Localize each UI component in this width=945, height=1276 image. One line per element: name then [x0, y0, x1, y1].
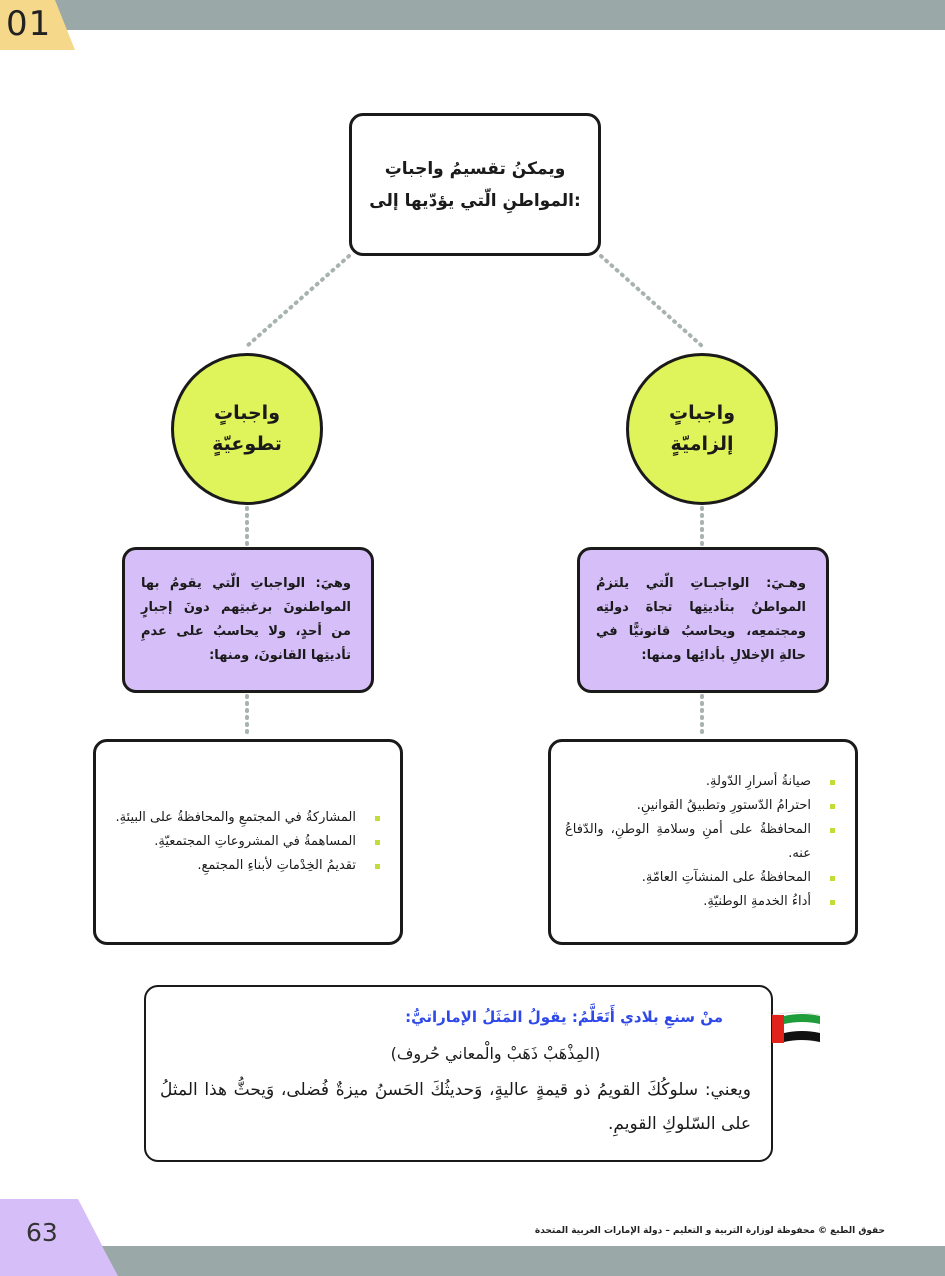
voluntary-examples-list: المشاركةُ في المجتمعِ والمحافظةُ على الب… [110, 806, 382, 878]
list-item: المشاركةُ في المجتمعِ والمحافظةُ على الب… [110, 806, 382, 830]
mandatory-circle-line1: واجباتٍ [669, 402, 735, 424]
mandatory-examples-list: صيانةُ أسرارِ الدّولةِ. احترامُ الدّستور… [565, 770, 837, 914]
main-concept-box: ويمكنُ تقسيمُ واجباتِ المواطنِ الّتي يؤد… [349, 113, 601, 256]
bottom-bar [0, 1246, 945, 1276]
list-item: المحافظةُ على المنشآتِ العامّةِ. [565, 866, 837, 890]
proverb-quote: (المِذْهَبْ ذَهَبْ والْمعاني حُروف) [390, 1044, 601, 1063]
chapter-number: 01 [6, 4, 52, 44]
proverb-heading: منْ سنعِ بلادي أَتَعَلَّمُ: يقولُ المَثَ… [405, 1008, 723, 1026]
top-bar [0, 0, 945, 30]
voluntary-definition: وهيَ: الواجباتِ الّتي يقومُ بها المواطنو… [122, 547, 374, 693]
list-item: تقديمُ الخِدْماتِ لأبناءِ المجتمعِ. [110, 854, 382, 878]
connector-lines [245, 254, 704, 739]
main-concept-line2: المواطنِ الّتي يؤدّيها إلى: [369, 190, 581, 211]
page-number: 63 [26, 1218, 58, 1247]
uae-flag-icon [772, 1012, 820, 1043]
mandatory-circle-line2: إلزاميّةٍ [670, 433, 734, 455]
voluntary-examples-box: المشاركةُ في المجتمعِ والمحافظةُ على الب… [93, 739, 403, 945]
list-item: المساهمةُ في المشروعاتِ المجتمعيّةِ. [110, 830, 382, 854]
bottom-bar-tab [0, 1246, 118, 1276]
mandatory-definition: وهـيَ: الواجبـاتِ الّتي يلتزمُ المواطنُ … [577, 547, 829, 693]
list-item: احترامُ الدّستورِ وتطبيقُ القوانينِ. [565, 794, 837, 818]
list-item: صيانةُ أسرارِ الدّولةِ. [565, 770, 837, 794]
list-item: أداءُ الخدمةِ الوطنيّةِ. [565, 890, 837, 914]
main-concept-line1: ويمكنُ تقسيمُ واجباتِ [384, 158, 566, 179]
connector-top-left [245, 254, 351, 348]
mandatory-examples-box: صيانةُ أسرارِ الدّولةِ. احترامُ الدّستور… [548, 739, 858, 945]
voluntary-circle-line1: واجباتٍ [214, 402, 280, 424]
proverb-box: منْ سنعِ بلادي أَتَعَلَّمُ: يقولُ المَثَ… [144, 985, 773, 1162]
voluntary-duties-circle: واجباتٍ تطوعيّةٍ [171, 353, 323, 505]
connector-top-right [599, 254, 704, 348]
list-item: المحافظةُ على أمنِ وسلامةِ الوطنِ، والدّ… [565, 818, 837, 866]
voluntary-circle-line2: تطوعيّةٍ [212, 433, 282, 455]
mandatory-duties-circle: واجباتٍ إلزاميّةٍ [626, 353, 778, 505]
proverb-body: ويعني: سلوكُكَ القويمُ ذو قيمةٍ عاليةٍ، … [160, 1080, 751, 1134]
copyright-text: حقوق الطبع © محفوظة لوزارة التربية و الت… [534, 1226, 885, 1236]
